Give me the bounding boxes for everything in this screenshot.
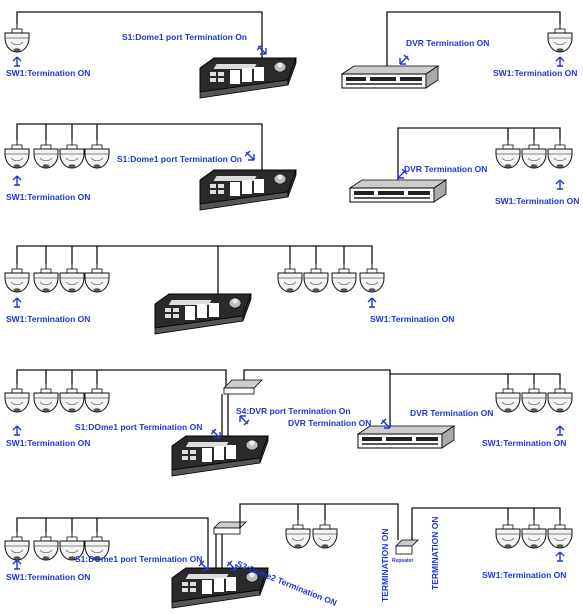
- label-sw1-left: SW1:Termination ON: [6, 192, 90, 202]
- termination-arrow-icon: [244, 150, 255, 161]
- dvr-recorder: [349, 179, 447, 203]
- dome-camera: [495, 383, 521, 413]
- label-keyboard-port: S1:Dome1 port Termination On: [117, 154, 242, 164]
- dome-camera: [84, 263, 110, 293]
- dome-camera: [4, 23, 30, 53]
- label-dvr: DVR Termination ON: [404, 164, 487, 174]
- dome-camera: [59, 263, 85, 293]
- dome-camera: [547, 23, 573, 53]
- dvr-recorder: [357, 425, 455, 449]
- label-dvr: DVR Termination ON: [406, 38, 489, 48]
- dome-camera: [331, 263, 357, 293]
- label-dvr-left: DVR Termination ON: [288, 418, 371, 428]
- termination-arrow-icon: [12, 56, 22, 67]
- keyboard-controller: [171, 435, 269, 477]
- dome-camera: [547, 139, 573, 169]
- dome-camera: [33, 139, 59, 169]
- keyboard-controller: [199, 169, 297, 211]
- dome-camera: [59, 383, 85, 413]
- label-dvr-right: DVR Termination ON: [410, 408, 493, 418]
- termination-arrow-icon: [399, 54, 410, 65]
- label-sw1-left: SW1:Termination ON: [6, 438, 90, 448]
- keyboard-controller: [154, 293, 252, 335]
- panel-3: SW1:Termination ON SW1:Termination ON: [4, 245, 454, 335]
- termination-arrow-icon: [555, 56, 565, 67]
- termination-arrow-icon: [12, 175, 22, 186]
- dome-camera: [33, 383, 59, 413]
- dome-camera: [33, 531, 59, 561]
- dome-camera: [33, 263, 59, 293]
- dome-camera: [84, 139, 110, 169]
- label-keyboard-port: S1:Dome1 port Termination On: [122, 32, 247, 42]
- termination-arrow-icon: [555, 551, 565, 562]
- dome-camera: [285, 519, 311, 549]
- label-sw1-left: SW1:Termination ON: [6, 572, 90, 582]
- panel-4: SW1:Termination ON S1:DOme1 port Termina…: [4, 369, 573, 477]
- termination-arrow-icon: [12, 559, 22, 570]
- dome-camera: [495, 139, 521, 169]
- termination-arrow-icon: [12, 425, 22, 436]
- dome-camera: [277, 263, 303, 293]
- termination-arrow-icon: [12, 297, 22, 308]
- dvr-recorder: [341, 65, 439, 89]
- label-termination-vertical-right: TERMINATION ON: [430, 516, 440, 590]
- dome-camera: [84, 383, 110, 413]
- label-sw1-left: SW1:Termination ON: [6, 314, 90, 324]
- panel-2: SW1:Termination ON S1:Dome1 port Termina…: [4, 123, 579, 211]
- label-sw1-right: SW1:Termination ON: [370, 314, 454, 324]
- dome-camera: [4, 383, 30, 413]
- label-repeater: Repeater: [392, 558, 413, 564]
- label-sw1-right: SW1:Termination ON: [482, 570, 566, 580]
- dome-camera: [547, 519, 573, 549]
- dome-camera: [521, 139, 547, 169]
- label-keyboard-port: S1:DOme1 port Termination ON: [75, 554, 202, 564]
- dome-camera: [547, 383, 573, 413]
- termination-arrow-icon: [239, 415, 250, 426]
- dome-camera: [359, 263, 385, 293]
- termination-arrow-icon: [555, 425, 565, 436]
- dome-camera: [521, 383, 547, 413]
- label-sw1-left: SW1:Termination ON: [6, 68, 90, 78]
- dome-camera: [4, 531, 30, 561]
- dome-camera: [4, 263, 30, 293]
- dome-camera: [495, 519, 521, 549]
- label-termination-vertical-left: TERMINATION ON: [380, 528, 390, 602]
- label-sw1-right: SW1:Termination ON: [482, 438, 566, 448]
- termination-arrow-icon: [555, 179, 565, 190]
- panel-5: SW1:Termination ON S1:DOme1 port Termina…: [4, 503, 573, 609]
- dome-camera: [312, 519, 338, 549]
- dome-camera: [521, 519, 547, 549]
- dome-camera: [4, 139, 30, 169]
- label-sw1-right: SW1:Termination ON: [495, 196, 579, 206]
- dome-camera: [303, 263, 329, 293]
- label-sw1-right: SW1:Termination ON: [493, 68, 577, 78]
- dome-camera: [59, 139, 85, 169]
- termination-arrow-icon: [367, 297, 377, 308]
- keyboard-controller: [199, 57, 297, 99]
- label-s4-dvr-port: S4:DVR port Termination On: [236, 406, 351, 416]
- label-keyboard-port: S1:DOme1 port Termination ON: [75, 422, 202, 432]
- panel-1: SW1:Termination ON S1:Dome1 port Termina…: [4, 11, 577, 99]
